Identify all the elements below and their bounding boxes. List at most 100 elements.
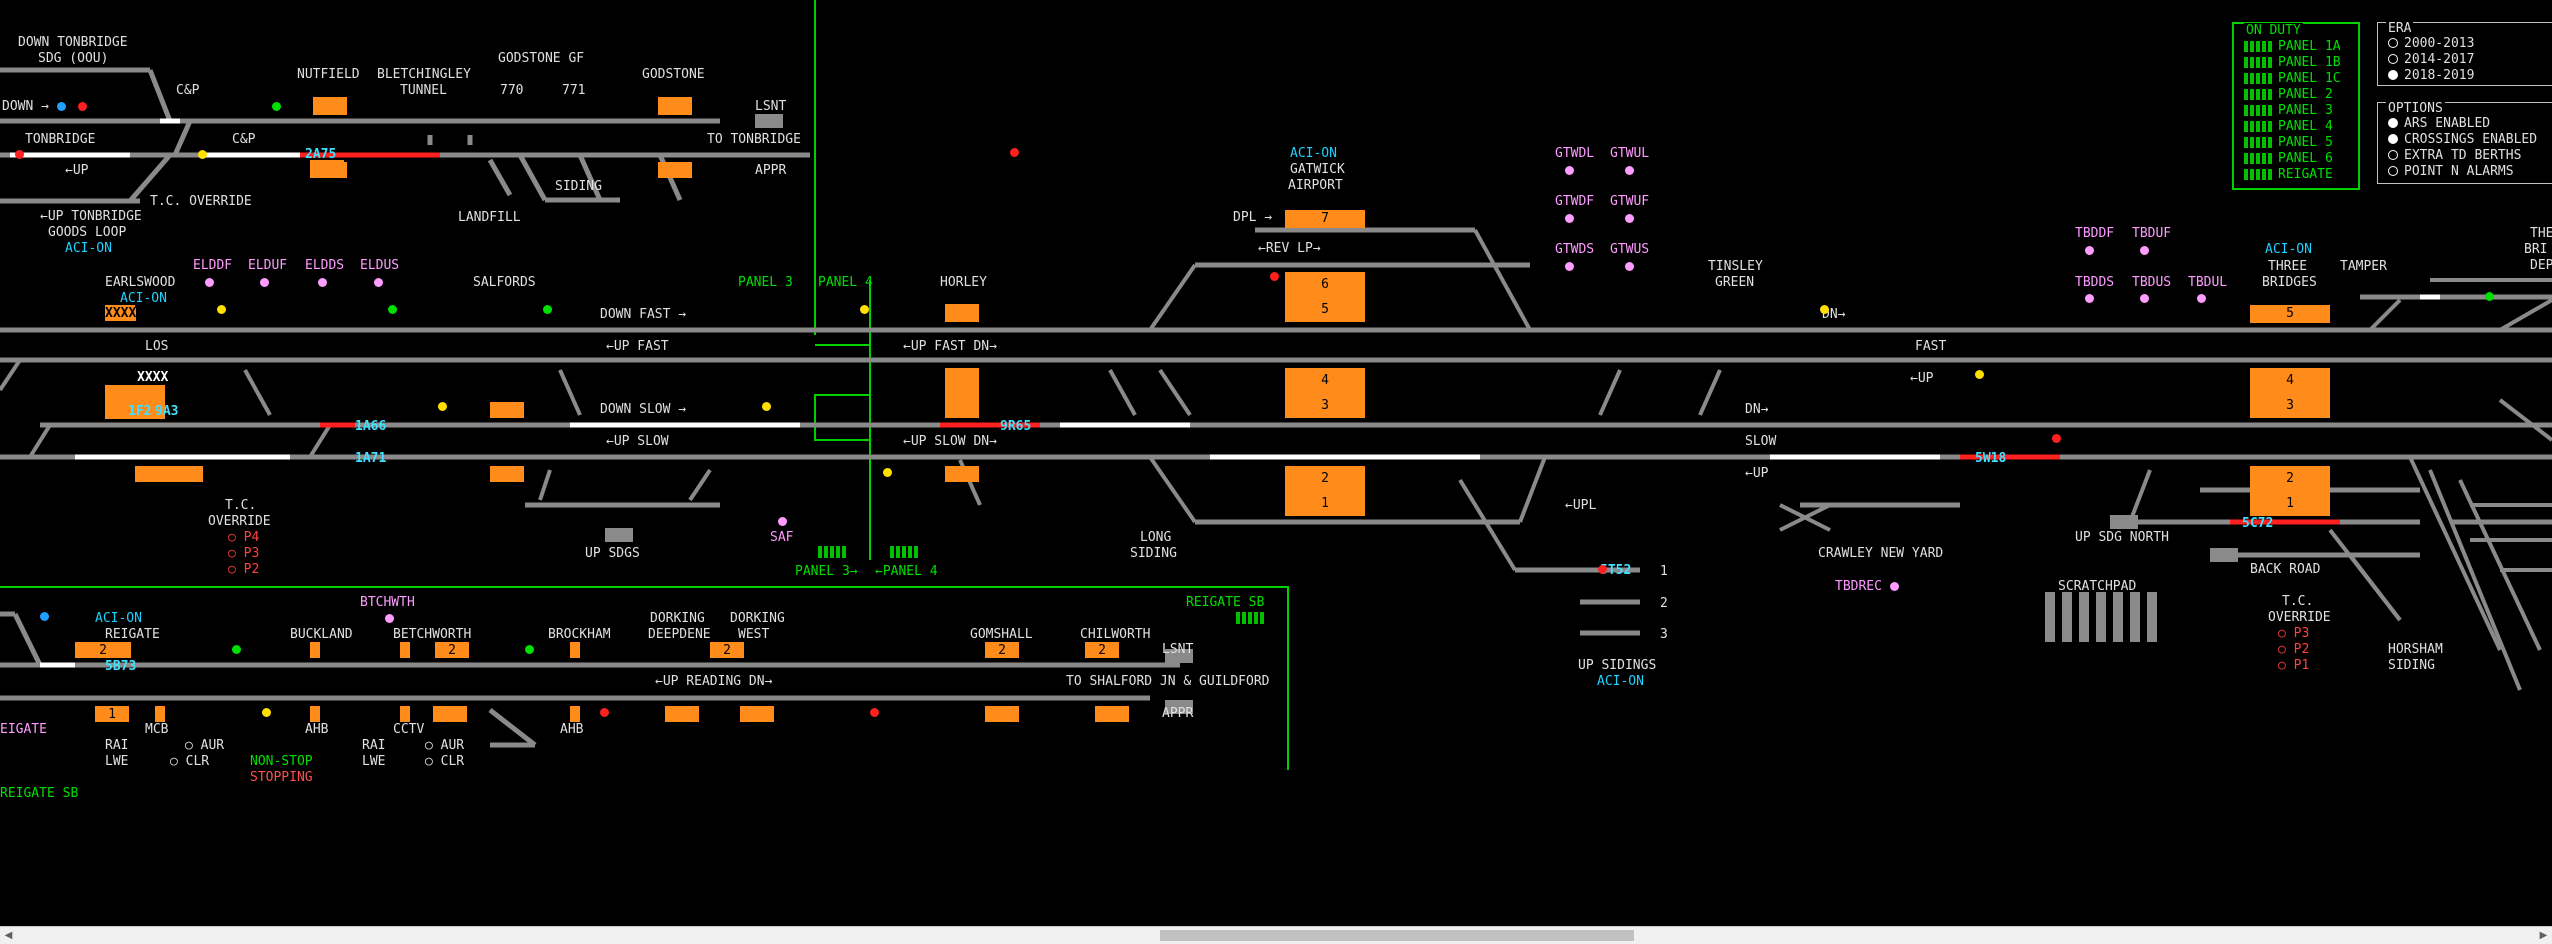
signal-number: 2 (1660, 596, 1668, 611)
location-label: DORKING (730, 611, 785, 626)
lwe-indicator[interactable]: LWE (105, 754, 129, 769)
non-stop-button[interactable]: NON-STOP (250, 754, 313, 769)
train-headcode[interactable]: 1A66 (355, 419, 387, 434)
line-label: DPL → (1233, 210, 1273, 225)
train-headcode[interactable]: 5W18 (1975, 451, 2007, 466)
scratchpad-label[interactable]: SCRATCHPAD (2058, 579, 2137, 594)
scroll-right-button[interactable]: ▶ (2535, 927, 2552, 944)
on-duty-panel-item[interactable]: REIGATE (2244, 166, 2341, 182)
train-headcode[interactable]: XXXX (137, 370, 169, 385)
override-p1[interactable]: ○ P1 (2278, 658, 2310, 673)
train-headcode[interactable]: 2A75 (305, 147, 337, 162)
era-option[interactable]: 2000-2013 (2388, 35, 2474, 51)
horizontal-scrollbar[interactable]: ◀ ▶ (0, 926, 2552, 944)
settings-option[interactable]: CROSSINGS ENABLED (2388, 131, 2537, 147)
aur-indicator[interactable]: ○ AUR (185, 738, 225, 753)
override-p3[interactable]: ○ P3 (228, 546, 260, 561)
aci-indicator[interactable]: ACI-ON (120, 291, 167, 306)
signal-aspect-yellow[interactable] (1820, 305, 1829, 314)
aci-indicator[interactable]: ACI-ON (95, 611, 142, 626)
on-duty-panel-item[interactable]: PANEL 2 (2244, 86, 2341, 102)
on-duty-panel-item[interactable]: PANEL 6 (2244, 150, 2341, 166)
radio-icon[interactable] (2388, 54, 2398, 64)
aci-indicator[interactable]: ACI-ON (1290, 146, 1337, 161)
signal-aspect-yellow[interactable] (438, 402, 447, 411)
on-duty-panel-item[interactable]: PANEL 1C (2244, 70, 2341, 86)
berth: 1 (95, 706, 129, 722)
signal-aspect-green[interactable] (2485, 292, 2494, 301)
signal-aspect-red[interactable] (2052, 434, 2061, 443)
signal-aspect-yellow[interactable] (860, 305, 869, 314)
location-label: AIRPORT (1288, 178, 1343, 193)
scroll-left-button[interactable]: ◀ (0, 927, 17, 944)
location-label: TAMPER (2340, 259, 2387, 274)
radio-icon[interactable] (2388, 166, 2398, 176)
lwe-indicator[interactable]: LWE (362, 754, 386, 769)
berth-number: 1 (1321, 496, 1329, 511)
on-duty-panel-item[interactable]: PANEL 4 (2244, 118, 2341, 134)
override-p2[interactable]: ○ P2 (228, 562, 260, 577)
signal-aspect-yellow[interactable] (883, 468, 892, 477)
train-headcode[interactable]: 1A71 (355, 451, 387, 466)
signal-aspect-red[interactable] (1270, 272, 1279, 281)
aci-indicator[interactable]: ACI-ON (65, 241, 112, 256)
aur-indicator[interactable]: ○ AUR (425, 738, 465, 753)
stopping-button[interactable]: STOPPING (250, 770, 313, 785)
clr-indicator[interactable]: ○ CLR (425, 754, 465, 769)
train-headcode[interactable]: 1F2 (128, 404, 152, 419)
signal-aspect-green[interactable] (543, 305, 552, 314)
era-option[interactable]: 2014-2017 (2388, 51, 2474, 67)
train-headcode[interactable]: 5C72 (2242, 516, 2274, 531)
radio-icon[interactable] (2388, 38, 2398, 48)
train-headcode[interactable]: 5B73 (105, 659, 137, 674)
signal-aspect-red[interactable] (40, 612, 49, 621)
settings-option[interactable]: EXTRA TD BERTHS (2388, 147, 2537, 163)
signal-aspect-yellow[interactable] (1975, 370, 1984, 379)
signal-aspect-yellow[interactable] (262, 708, 271, 717)
direction-label: ←UP (65, 163, 89, 178)
location-label: TONBRIDGE (25, 132, 96, 147)
aci-indicator[interactable]: ACI-ON (2265, 242, 2312, 257)
on-duty-panel-item[interactable]: PANEL 1B (2244, 54, 2341, 70)
on-duty-panel-item[interactable]: PANEL 1A (2244, 38, 2341, 54)
radio-icon[interactable] (2388, 150, 2398, 160)
clr-indicator[interactable]: ○ CLR (170, 754, 210, 769)
signal-aspect-red[interactable] (1598, 565, 1607, 574)
berth (155, 706, 165, 722)
rai-indicator[interactable]: RAI (362, 738, 386, 753)
scrollbar-thumb[interactable] (1160, 930, 1634, 941)
rai-indicator[interactable]: RAI (105, 738, 129, 753)
signal-aspect-red[interactable] (78, 102, 87, 111)
signal-aspect-red[interactable] (600, 708, 609, 717)
radio-icon[interactable] (2388, 134, 2398, 144)
panel-status-bars (2244, 40, 2272, 52)
aci-indicator[interactable]: ACI-ON (1597, 674, 1644, 689)
signal-aspect-green[interactable] (272, 102, 281, 111)
train-headcode[interactable]: 9R65 (1000, 419, 1032, 434)
on-duty-panel-item[interactable]: PANEL 3 (2244, 102, 2341, 118)
on-duty-panel-item[interactable]: PANEL 5 (2244, 134, 2341, 150)
override-p2[interactable]: ○ P2 (2278, 642, 2310, 657)
train-headcode[interactable]: 9A3 (155, 404, 179, 419)
signal-aspect-red[interactable] (870, 708, 879, 717)
train-headcode[interactable]: XXXX (105, 306, 137, 321)
signal-aspect-red[interactable] (1010, 148, 1019, 157)
berth-label: GTWUL (1610, 146, 1650, 161)
signal-aspect-red[interactable] (15, 150, 24, 159)
radio-icon[interactable] (2388, 118, 2398, 128)
signal-aspect-green[interactable] (525, 645, 534, 654)
settings-option[interactable]: ARS ENABLED (2388, 115, 2537, 131)
signal-aspect-yellow[interactable] (762, 402, 771, 411)
override-p4[interactable]: ○ P4 (228, 530, 260, 545)
signal-aspect-blue[interactable] (57, 102, 66, 111)
era-option[interactable]: 2018-2019 (2388, 67, 2474, 83)
settings-option[interactable]: POINT N ALARMS (2388, 163, 2537, 179)
override-label[interactable]: T.C. OVERRIDE (150, 194, 252, 209)
signal-aspect-yellow[interactable] (217, 305, 226, 314)
override-p3[interactable]: ○ P3 (2278, 626, 2310, 641)
signal-aspect-yellow[interactable] (198, 150, 207, 159)
radio-icon[interactable] (2388, 70, 2398, 80)
train-headcode[interactable]: 5T52 (1600, 563, 1632, 578)
signal-aspect-green[interactable] (388, 305, 397, 314)
signal-aspect-green[interactable] (232, 645, 241, 654)
